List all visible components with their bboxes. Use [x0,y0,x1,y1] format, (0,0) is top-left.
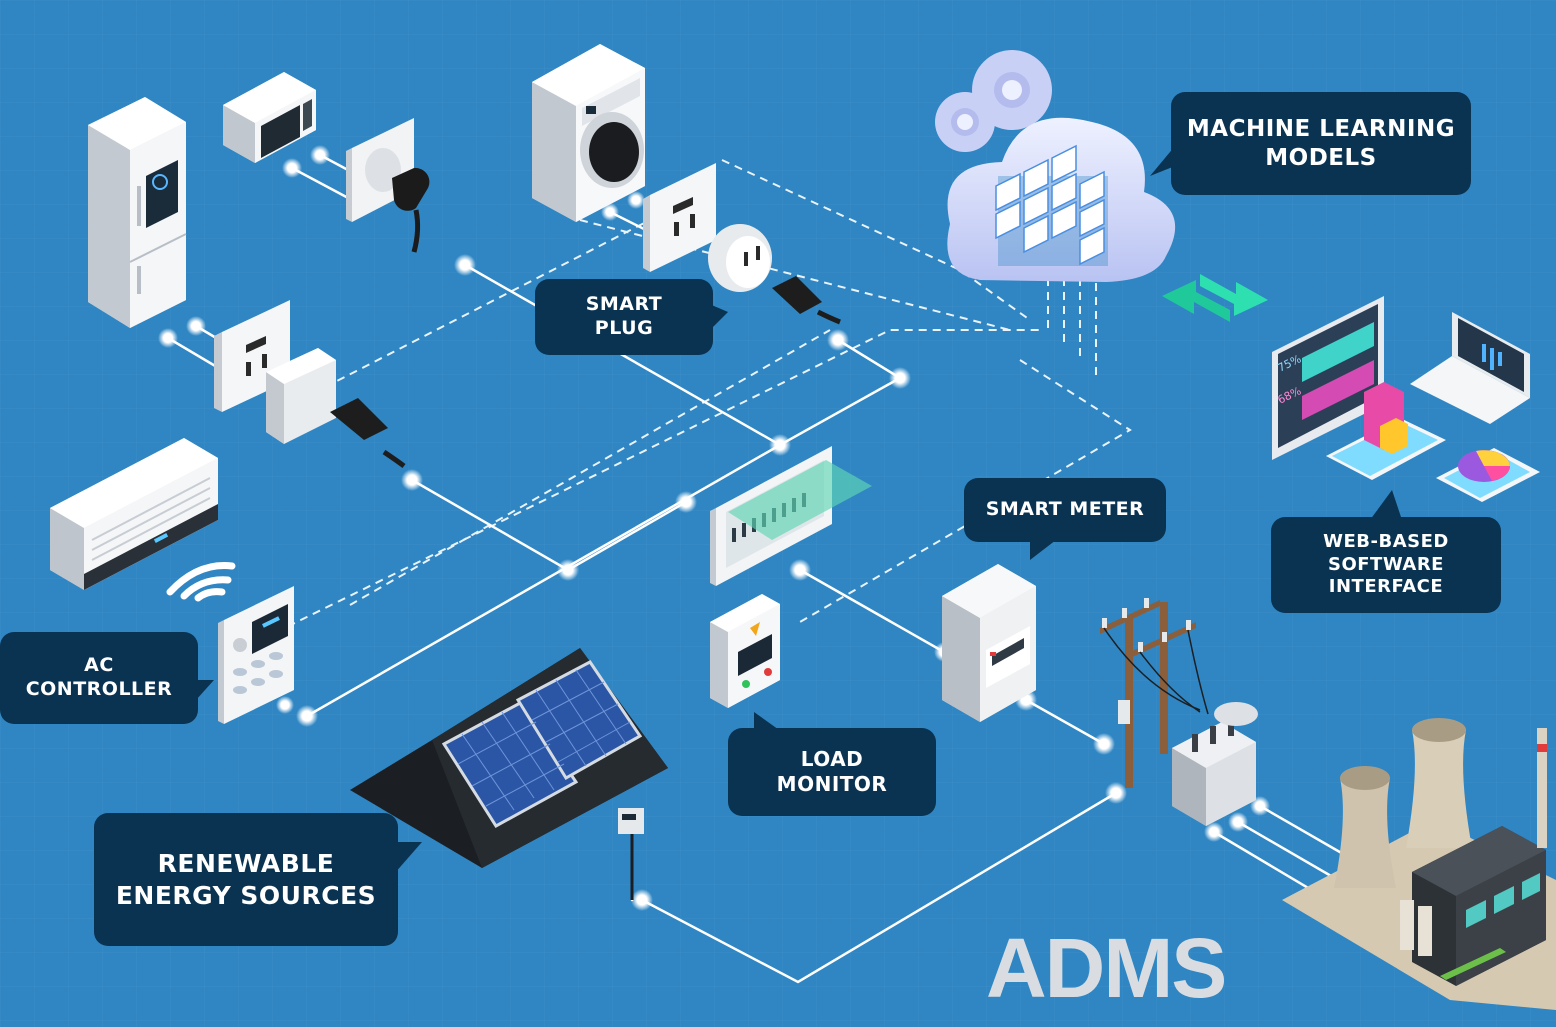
wall-socket-icon [346,118,430,253]
renewable-energy-text: RENEWABLE ENERGY SOURCES [115,849,377,910]
connection-nodes [158,145,1270,911]
load-monitor-label: LOAD MONITOR [728,728,936,816]
distribution-panel-icon [710,446,872,586]
washing-machine-icon [532,44,645,222]
solar-roof-icon [350,648,668,900]
load-monitor-text: LOAD MONITOR [776,747,888,796]
laptop-icon [1410,312,1530,424]
smart-meter-text: SMART METER [985,498,1145,521]
adms-brand-title: ADMS [986,921,1227,1015]
ac-controller-label: AC CONTROLLER [0,632,198,724]
smart-plug-text: SMART PLUG [585,293,663,339]
wifi-icon [166,562,236,602]
microwave-icon [223,72,316,163]
power-plant-icon [1282,718,1556,1010]
transformer-icon [1172,702,1258,826]
air-conditioner-icon [50,438,218,590]
ac-controller-icon [218,586,294,724]
refrigerator-icon [88,97,187,328]
sync-arrows-icon [1162,274,1268,322]
ml-models-text: MACHINE LEARNING MODELS [1186,115,1456,171]
load-monitor-icon [710,594,780,708]
web-interface-label: WEB-BASED SOFTWARE INTERFACE [1271,517,1501,613]
tablet-icon [1326,382,1446,480]
renewable-energy-label: RENEWABLE ENERGY SOURCES [94,813,398,946]
smart-plug-icon [214,300,406,469]
phone-icon [1436,448,1540,502]
web-interface-text: WEB-BASED SOFTWARE INTERFACE [1323,531,1449,598]
smart-plug-icon [643,163,841,325]
smart-meter-icon [942,564,1036,722]
ml-models-label: MACHINE LEARNING MODELS [1171,92,1471,195]
smart-meter-label: SMART METER [964,478,1166,542]
monitor-icon: 75% 68% [1272,296,1384,460]
ac-controller-text: AC CONTROLLER [25,654,173,700]
smart-plug-label: SMART PLUG [535,279,713,355]
cloud-gear-icon [935,50,1176,282]
utility-pole-icon [1100,598,1209,788]
